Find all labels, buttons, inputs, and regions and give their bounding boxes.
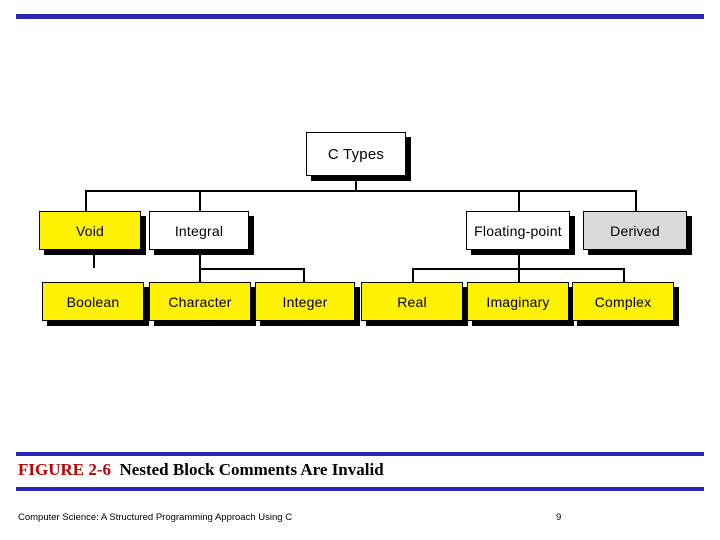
connector-drop-integer bbox=[303, 268, 305, 282]
node-imaginary[interactable]: Imaginary bbox=[467, 282, 569, 321]
node-boolean[interactable]: Boolean bbox=[42, 282, 144, 321]
figure-number: FIGURE 2-6 bbox=[18, 460, 112, 479]
caption-top-rule bbox=[16, 452, 704, 456]
footer-book-title: Computer Science: A Structured Programmi… bbox=[18, 512, 293, 523]
connector-drop-imaginary bbox=[518, 268, 520, 282]
node-real[interactable]: Real bbox=[361, 282, 463, 321]
node-complex[interactable]: Complex bbox=[572, 282, 674, 321]
connector-drop-real bbox=[412, 268, 414, 282]
connector-void-stem bbox=[93, 250, 95, 268]
connector-integral-bus bbox=[199, 268, 304, 270]
node-derived[interactable]: Derived bbox=[583, 211, 687, 250]
node-integral[interactable]: Integral bbox=[149, 211, 249, 250]
connector-drop-void bbox=[85, 190, 87, 211]
node-integer[interactable]: Integer bbox=[255, 282, 355, 321]
node-c-types[interactable]: C Types bbox=[306, 132, 406, 176]
figure-title: Nested Block Comments Are Invalid bbox=[119, 460, 384, 479]
connector-drop-derived bbox=[635, 190, 637, 211]
connector-drop-complex bbox=[623, 268, 625, 282]
figure-caption: FIGURE 2-6 Nested Block Comments Are Inv… bbox=[18, 460, 618, 480]
connector-root-bus bbox=[85, 190, 636, 192]
node-character[interactable]: Character bbox=[149, 282, 251, 321]
connector-drop-character bbox=[199, 268, 201, 282]
c-types-hierarchy-diagram: C Types Void Integral Floating-point Der… bbox=[0, 100, 720, 360]
connector-drop-floating bbox=[518, 190, 520, 211]
connector-integral-stem bbox=[199, 250, 201, 268]
connector-root-stem bbox=[355, 176, 357, 190]
footer-page-number: 9 bbox=[556, 512, 562, 523]
top-accent-rule bbox=[16, 14, 704, 19]
connector-drop-integral bbox=[199, 190, 201, 211]
node-void[interactable]: Void bbox=[39, 211, 141, 250]
node-floating-point[interactable]: Floating-point bbox=[466, 211, 570, 250]
connector-floating-stem bbox=[518, 250, 520, 268]
caption-bottom-rule bbox=[16, 487, 704, 491]
